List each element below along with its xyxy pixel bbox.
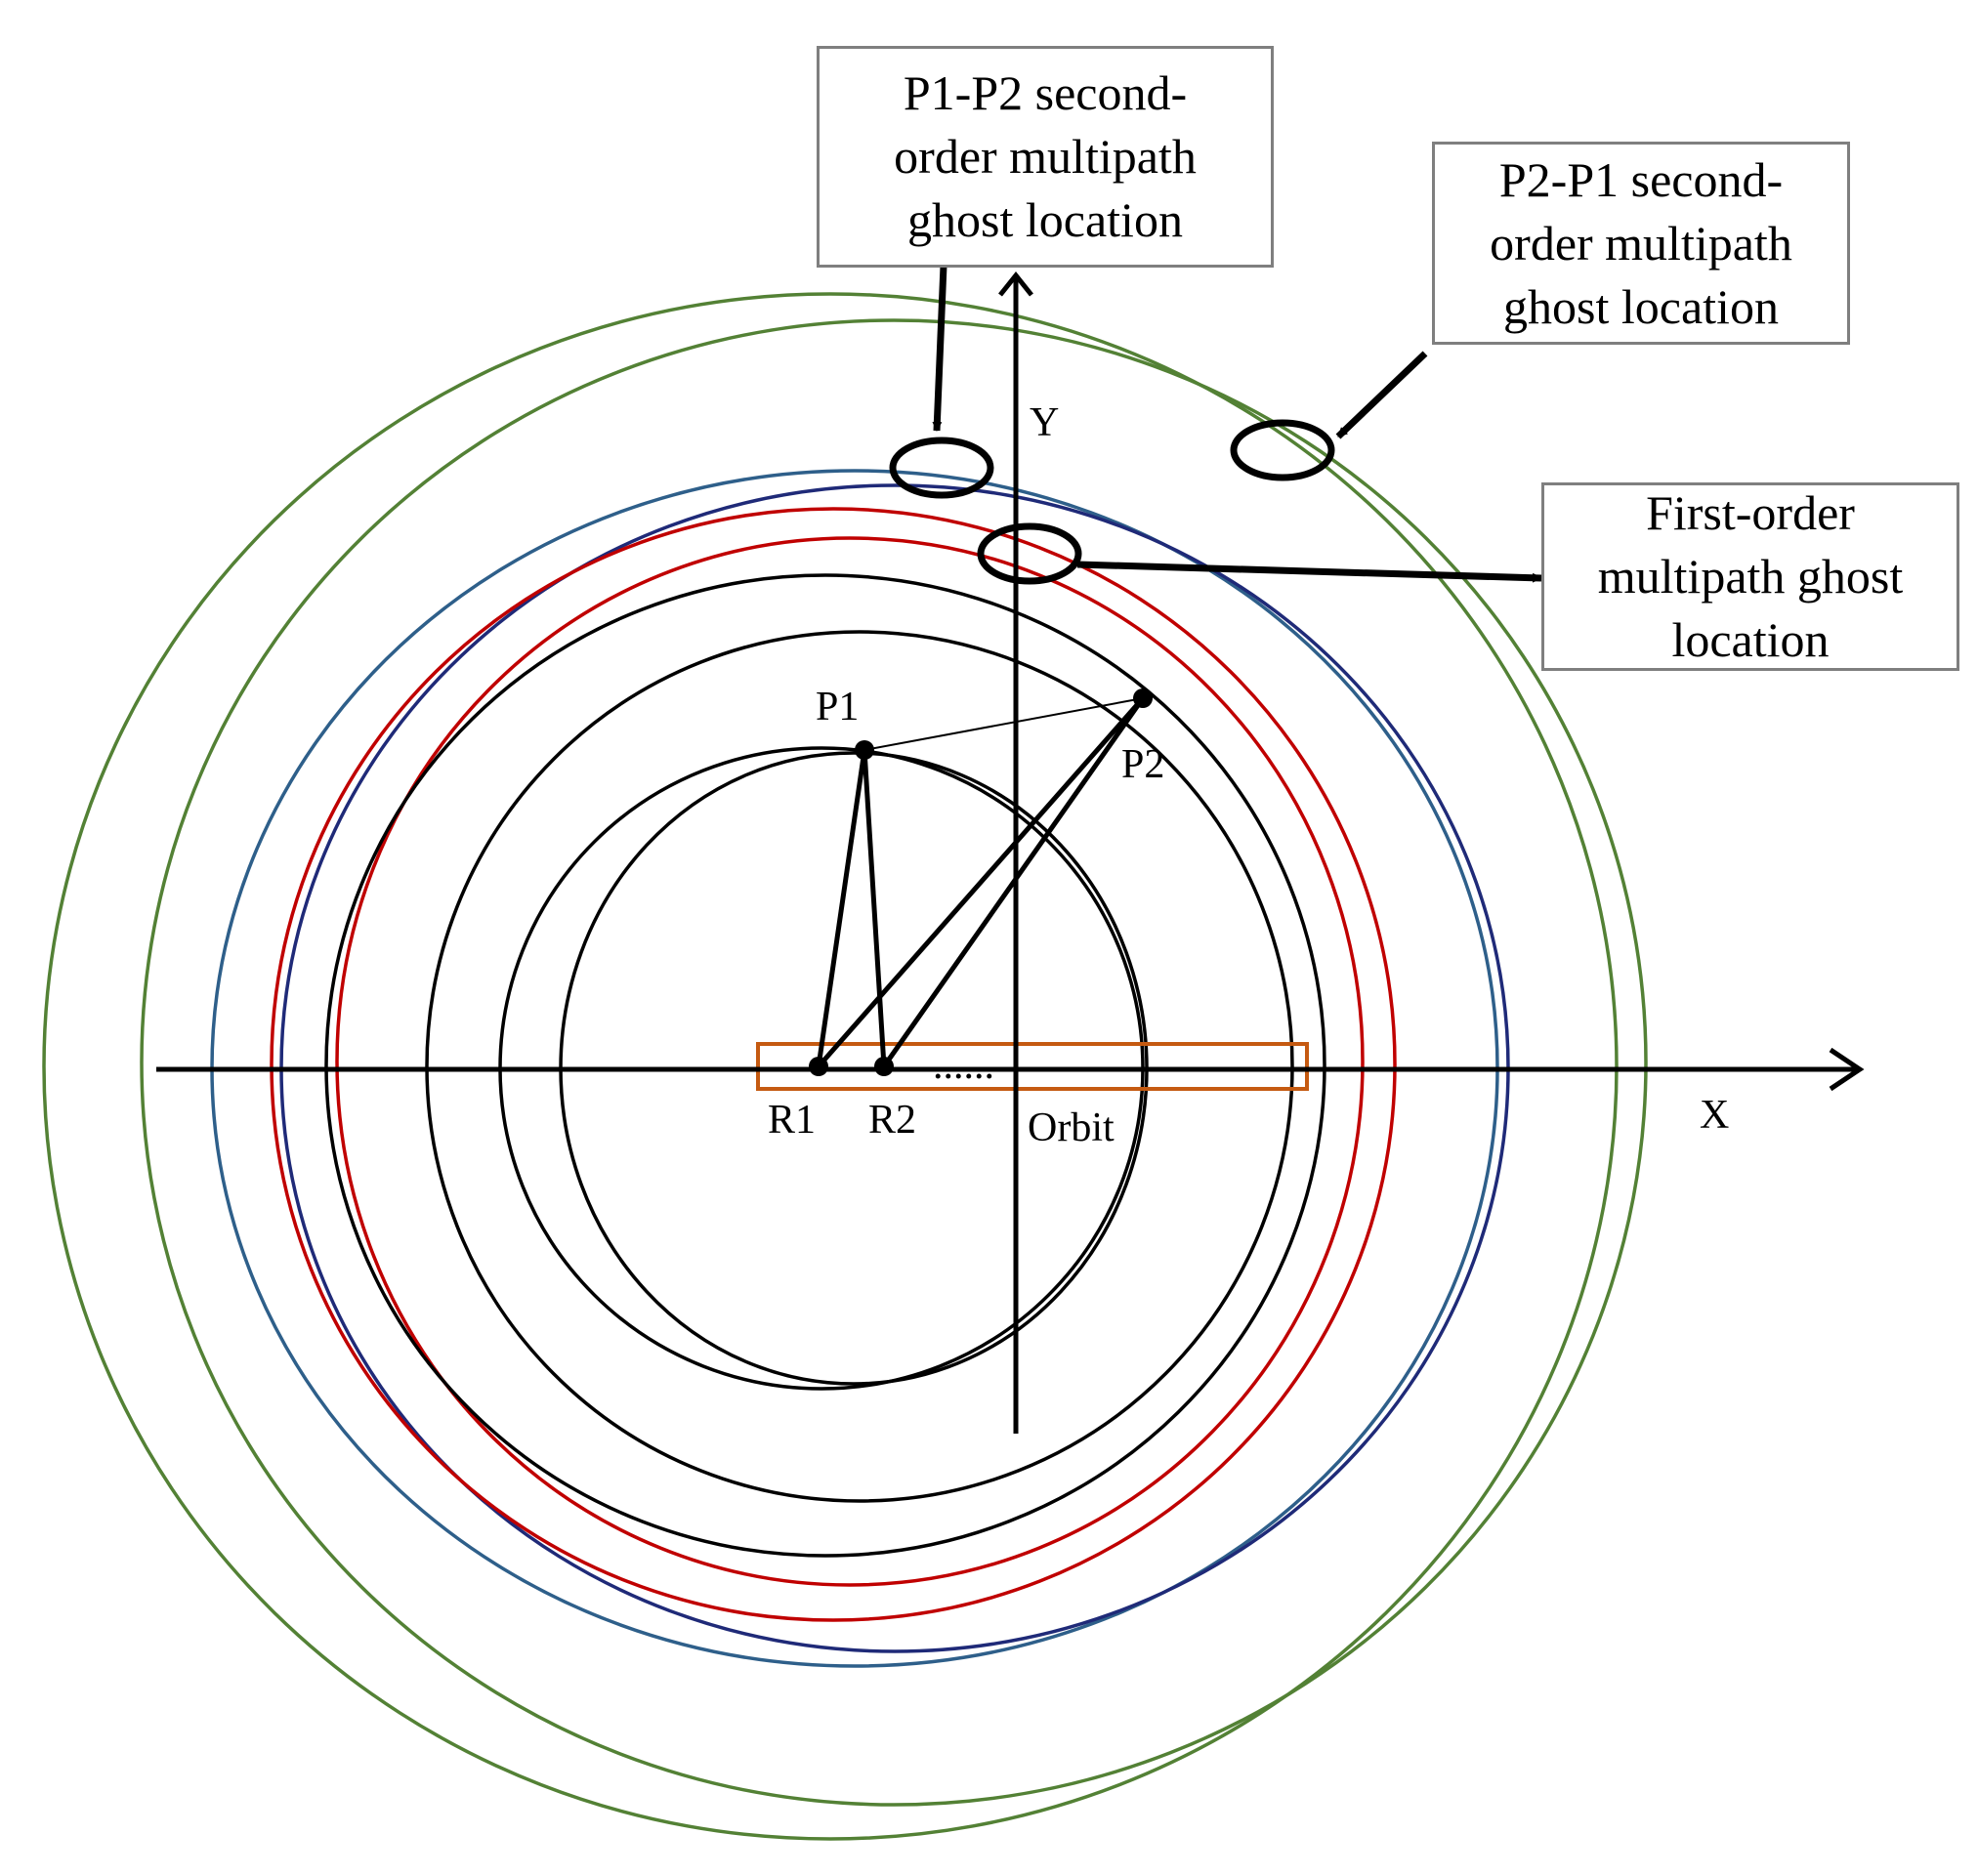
callout-line: multipath ghost xyxy=(1597,549,1904,604)
x-axis-arrowhead xyxy=(1829,1047,1865,1092)
p1-label: P1 xyxy=(816,685,859,730)
point-p2 xyxy=(1133,688,1153,708)
callout-p1-p2-second-order: P1-P2 second- order multipath ghost loca… xyxy=(817,46,1274,268)
orbit-dots: ...... xyxy=(933,1043,994,1088)
arrow-first-order xyxy=(1076,561,1542,583)
r1-label: R1 xyxy=(768,1098,816,1143)
black-circle-medium xyxy=(425,630,1294,1503)
black-circle-large xyxy=(324,573,1326,1558)
callout-line: P1-P2 second- xyxy=(903,65,1188,120)
red-circle-outer xyxy=(270,507,1397,1622)
y-axis-arrowhead xyxy=(998,271,1033,297)
callout-first-order: First-order multipath ghost location xyxy=(1541,482,1959,671)
point-r2 xyxy=(874,1057,894,1076)
green-circle-outer-left xyxy=(42,292,1619,1841)
x-axis-label: X xyxy=(1700,1093,1729,1138)
path-p1-p2 xyxy=(863,697,1144,751)
ghost-ellipse-first-order xyxy=(977,522,1082,585)
callout-line: order multipath xyxy=(1490,215,1792,271)
point-p1 xyxy=(855,740,874,760)
orbit-box xyxy=(756,1042,1309,1091)
callout-line: P2-P1 second- xyxy=(1498,151,1784,207)
callout-line: order multipath xyxy=(894,129,1197,184)
path-r1-p1 xyxy=(816,749,867,1067)
ghost-ellipse-p2-p1 xyxy=(1230,419,1335,481)
y-axis-label: Y xyxy=(1030,400,1059,445)
orbit-label: Orbit xyxy=(1028,1105,1115,1150)
arrow-p1-p2 xyxy=(932,265,947,432)
path-r1-p2 xyxy=(817,696,1145,1068)
point-r1 xyxy=(809,1057,828,1076)
p2-label: P2 xyxy=(1121,742,1164,787)
callout-p2-p1-second-order: P2-P1 second- order multipath ghost loca… xyxy=(1432,142,1850,345)
callout-line: ghost location xyxy=(1503,278,1779,334)
callout-line: location xyxy=(1671,612,1830,667)
path-r2-p1 xyxy=(862,749,887,1067)
callout-line: ghost location xyxy=(907,192,1183,247)
arrow-p2-p1 xyxy=(1335,351,1428,439)
path-r2-p2 xyxy=(881,696,1146,1068)
r2-label: R2 xyxy=(868,1098,916,1143)
callout-line: First-order xyxy=(1646,485,1855,540)
green-circle-outer-right xyxy=(140,318,1648,1807)
ghost-ellipse-p1-p2 xyxy=(889,437,994,499)
red-circle-inner xyxy=(335,536,1365,1587)
